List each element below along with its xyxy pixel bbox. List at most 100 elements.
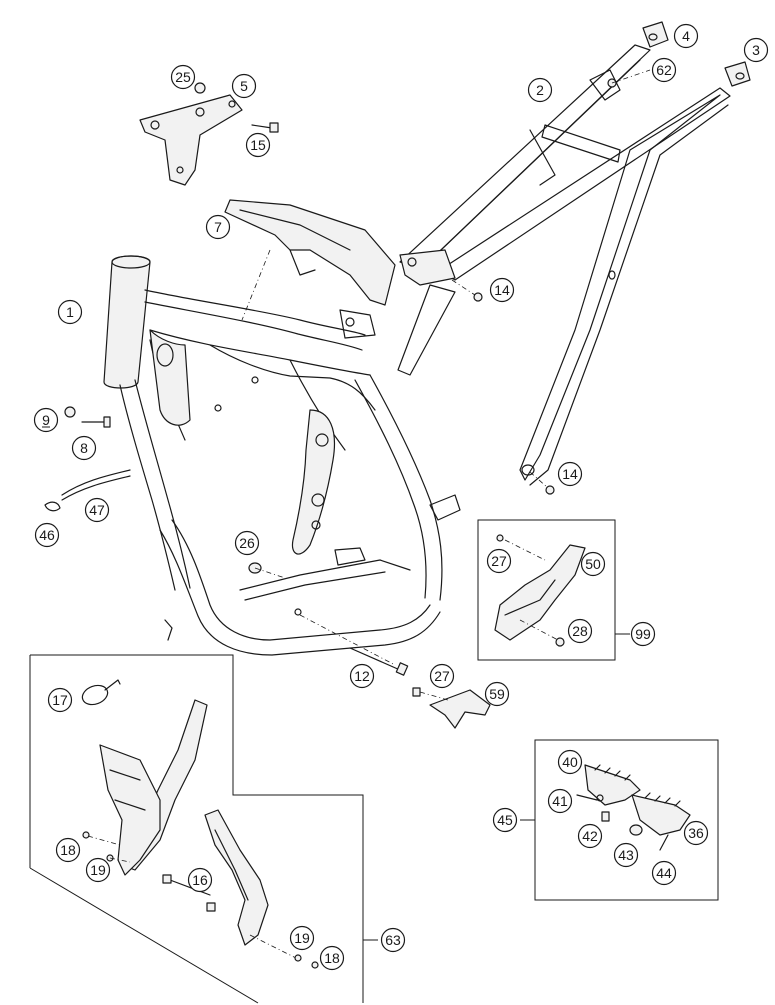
- callout-circle: [527, 77, 553, 103]
- callout-circle: [651, 57, 677, 83]
- callout-circle: [613, 842, 639, 868]
- bolt-12: [299, 614, 409, 676]
- callout-circle: [380, 927, 406, 953]
- callout-number: 1: [66, 304, 74, 320]
- frame-protector-right: [162, 809, 319, 969]
- callout-42: 42: [577, 823, 603, 849]
- callout-4: 4: [673, 23, 699, 49]
- callout-number: 46: [39, 527, 55, 543]
- callout-number: 27: [491, 553, 507, 569]
- callout-15: 15: [245, 132, 271, 158]
- callout-27b: 27: [429, 663, 455, 689]
- footrest-right: [631, 792, 691, 836]
- callout-12: 12: [349, 663, 375, 689]
- callout-circle: [205, 214, 231, 240]
- footrest-washer-43: [629, 824, 643, 836]
- frame-protector-left: [82, 699, 208, 876]
- frame-guard: [224, 199, 396, 321]
- callout-number: 25: [175, 69, 191, 85]
- callout-number: 18: [60, 842, 76, 858]
- callout-number: 3: [752, 42, 760, 58]
- callout-circle: [349, 663, 375, 689]
- callout-number: 43: [618, 847, 634, 863]
- callout-number: 27: [434, 668, 450, 684]
- callout-19a: 19: [85, 857, 111, 883]
- callout-63: 63: [380, 927, 406, 953]
- callout-number: 8: [80, 440, 88, 456]
- callout-circle: [486, 548, 512, 574]
- callout-16: 16: [187, 867, 213, 893]
- callout-19b: 19: [289, 925, 315, 951]
- clip-46: [44, 501, 61, 512]
- callout-number: 42: [582, 828, 598, 844]
- callout-25: 25: [170, 64, 196, 90]
- callout-circle: [484, 681, 510, 707]
- callout-2: 2: [527, 77, 553, 103]
- callout-number: 50: [585, 556, 601, 572]
- engine-bracket: [139, 94, 243, 186]
- footrest-pin-41: [576, 794, 598, 801]
- callout-14b: 14: [557, 461, 583, 487]
- callout-17: 17: [47, 687, 73, 713]
- group-box-63: [29, 654, 364, 1004]
- callout-number: 16: [192, 872, 208, 888]
- end-plug-3: [724, 61, 751, 87]
- callout-circle: [55, 837, 81, 863]
- callout-41: 41: [547, 788, 573, 814]
- callout-36: 36: [683, 820, 709, 846]
- subframe: [397, 44, 731, 486]
- callout-circle: [743, 37, 769, 63]
- callout-circle: [547, 788, 573, 814]
- screw-62: [607, 69, 651, 88]
- callout-circle: [557, 461, 583, 487]
- callout-number: 47: [89, 502, 105, 518]
- callout-number: 62: [656, 62, 672, 78]
- callout-number: 40: [562, 754, 578, 770]
- callout-27a: 27: [486, 548, 512, 574]
- callout-circle: [429, 663, 455, 689]
- footrest-spring-42: [601, 811, 610, 822]
- screw-14-upper: [451, 279, 483, 302]
- callout-number: 36: [688, 825, 704, 841]
- callout-circle: [187, 867, 213, 893]
- callout-number: 15: [250, 137, 266, 153]
- callout-5: 5: [231, 73, 257, 99]
- cable-tie: [81, 679, 121, 706]
- callout-14a: 14: [489, 277, 515, 303]
- callout-circle: [170, 64, 196, 90]
- screw-14-lower: [529, 471, 555, 495]
- callout-circle: [57, 299, 83, 325]
- nut-9: [64, 406, 76, 418]
- callout-47: 47: [84, 497, 110, 523]
- callout-circle: [673, 23, 699, 49]
- callout-8: 8: [71, 435, 97, 461]
- callout-circle: [34, 522, 60, 548]
- callout-circle: [630, 621, 656, 647]
- spacer-26: [248, 562, 286, 579]
- nut-25: [194, 82, 206, 94]
- callout-number: 19: [294, 930, 310, 946]
- callout-circle: [577, 823, 603, 849]
- end-plug-4: [642, 21, 669, 48]
- callout-circle: [245, 132, 271, 158]
- callout-number: 17: [52, 692, 68, 708]
- callout-28: 28: [567, 618, 593, 644]
- callout-1: 1: [57, 299, 83, 325]
- callout-number: 59: [489, 686, 505, 702]
- callout-62: 62: [651, 57, 677, 83]
- callout-circle: [85, 857, 111, 883]
- cotter-pin-44: [659, 834, 669, 851]
- callout-number: 14: [562, 466, 578, 482]
- callout-number: 28: [572, 623, 588, 639]
- group-box-99: [477, 519, 616, 661]
- hose-47: [61, 469, 131, 501]
- callout-3: 3: [743, 37, 769, 63]
- callout-40: 40: [557, 749, 583, 775]
- callout-7: 7: [205, 214, 231, 240]
- callout-9: 9: [33, 407, 59, 433]
- footrest-left: [584, 764, 641, 806]
- bolt-8: [81, 416, 111, 428]
- chain-slider: [412, 687, 491, 729]
- callout-46: 46: [34, 522, 60, 548]
